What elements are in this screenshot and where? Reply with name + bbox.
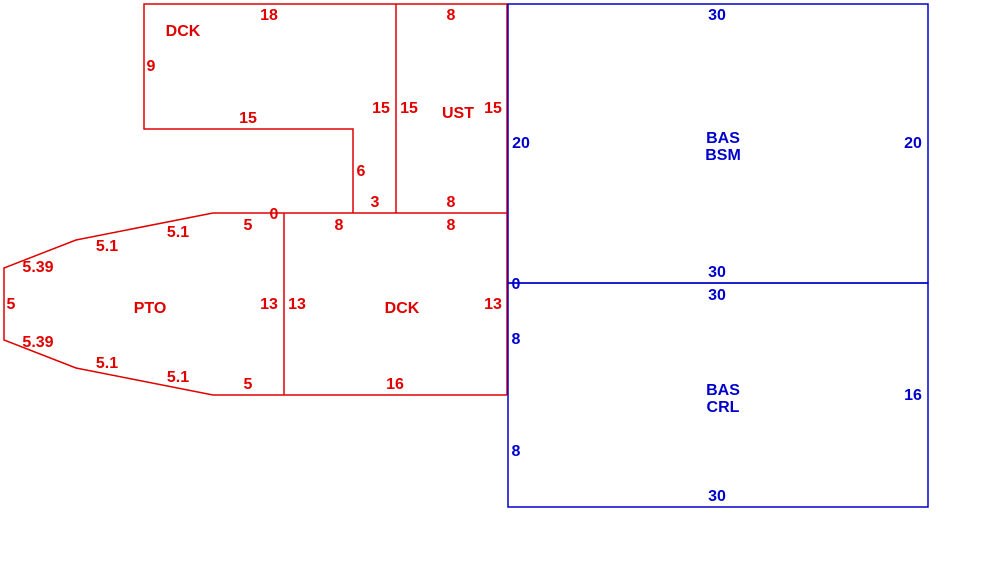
dim-zero-red: 0 [270,206,279,223]
dim-dck-lower-top-right: 8 [447,217,456,234]
dim-dck-upper-bottom: 15 [239,110,257,127]
pto-outline [3,212,214,396]
dim-pto-right: 13 [260,296,278,313]
area-label-bas-bsm-line1: BAS [706,130,740,147]
ust-outline [396,3,508,213]
dim-pto-bottom-mid: 5.1 [167,369,189,386]
area-label-dck-lower: DCK [385,300,420,317]
dim-bsm-right: 20 [904,135,922,152]
dim-crl-bottom: 30 [708,488,726,505]
dim-dck-upper-right: 15 [372,100,390,117]
dim-ust-right: 15 [484,100,502,117]
dim-dck-lower-top-left: 8 [335,217,344,234]
dim-dck-upper-base: 3 [371,194,380,211]
dim-zero-blue: 0 [512,276,521,293]
dim-pto-top-mid: 5.1 [167,224,189,241]
dim-ust-left: 15 [400,100,418,117]
dim-crl-right: 16 [904,387,922,404]
dim-dck-lower-bottom: 16 [386,376,404,393]
dim-dck-upper-left: 9 [147,58,156,75]
dim-pto-top-left: 5.1 [96,238,118,255]
area-label-dck-upper: DCK [166,23,201,40]
bas-crl-outline [507,282,929,508]
dim-pto-left: 5 [7,296,16,313]
dim-crl-left-upper: 8 [512,331,521,348]
dim-bsm-top: 30 [708,7,726,24]
dim-ust-top: 8 [447,7,456,24]
area-label-pto: PTO [134,300,167,317]
area-label-bas-crl-line1: BAS [706,382,740,399]
dck-upper-outline [143,3,396,213]
area-label-bas-crl-line2: CRL [707,399,740,416]
dim-crl-top: 30 [708,287,726,304]
dim-pto-bottom-right: 5 [244,376,253,393]
dim-dck-lower-left: 13 [288,296,306,313]
dim-pto-upper-bevel: 5.39 [22,259,53,276]
dim-pto-lower-bevel: 5.39 [22,334,53,351]
dim-dck-upper-top: 18 [260,7,278,24]
dim-ust-bottom: 8 [447,194,456,211]
dim-pto-bottom-left: 5.1 [96,355,118,372]
dim-bsm-bottom: 30 [708,264,726,281]
dim-dck-lower-right: 13 [484,296,502,313]
area-label-ust: UST [442,105,474,122]
area-label-bas-bsm-line2: BSM [705,147,741,164]
dim-bsm-left: 20 [512,135,530,152]
dim-crl-left-lower: 8 [512,443,521,460]
dim-dck-upper-step: 6 [357,163,366,180]
dim-pto-top-right: 5 [244,217,253,234]
